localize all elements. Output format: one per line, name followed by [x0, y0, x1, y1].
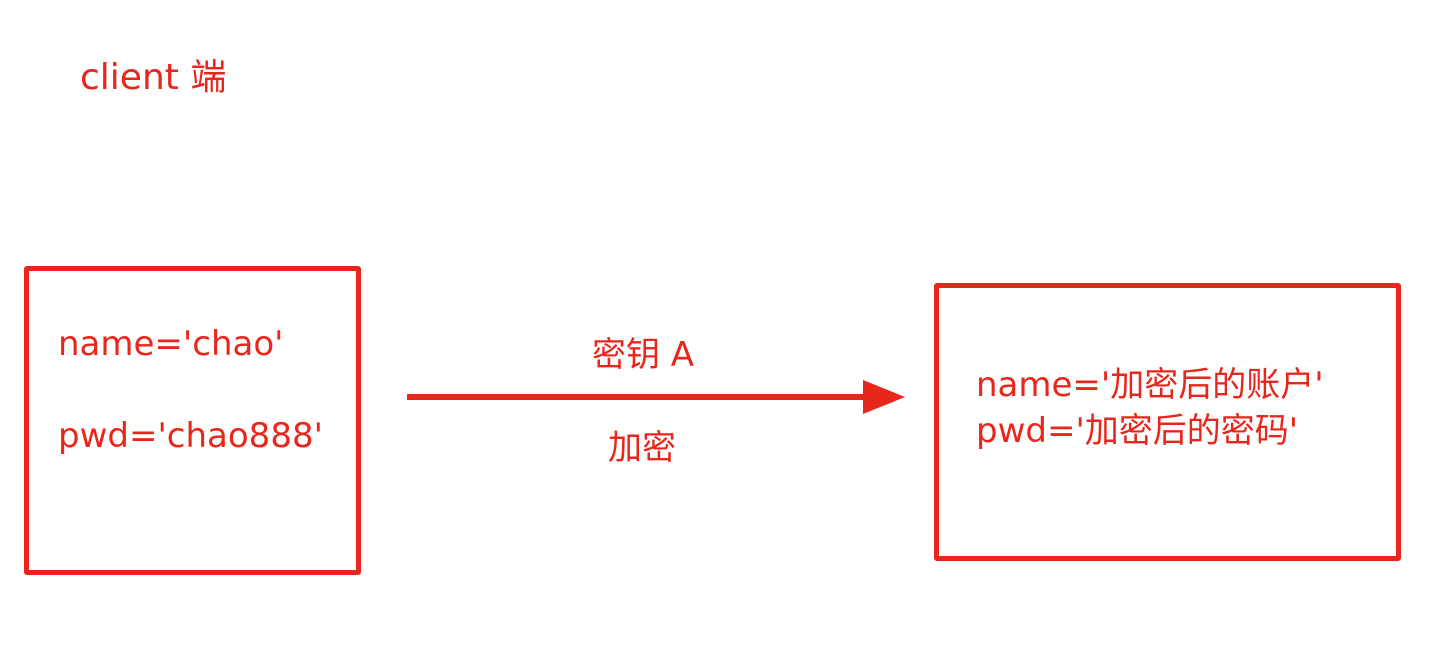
encrypt-arrow	[407, 380, 905, 414]
arrow-label-key: 密钥 A	[592, 335, 695, 375]
source-name-line: name='chao'	[58, 324, 284, 364]
arrow-label-encrypt: 加密	[608, 428, 676, 468]
diagram-title: client 端	[80, 57, 227, 98]
target-name-line: name='加密后的账户'	[976, 365, 1324, 405]
source-pwd-line: pwd='chao888'	[58, 416, 323, 456]
source-credentials-box	[24, 266, 361, 575]
arrow-head	[863, 380, 905, 414]
target-pwd-line: pwd='加密后的密码'	[976, 411, 1299, 451]
encrypted-credentials-box	[934, 283, 1401, 561]
